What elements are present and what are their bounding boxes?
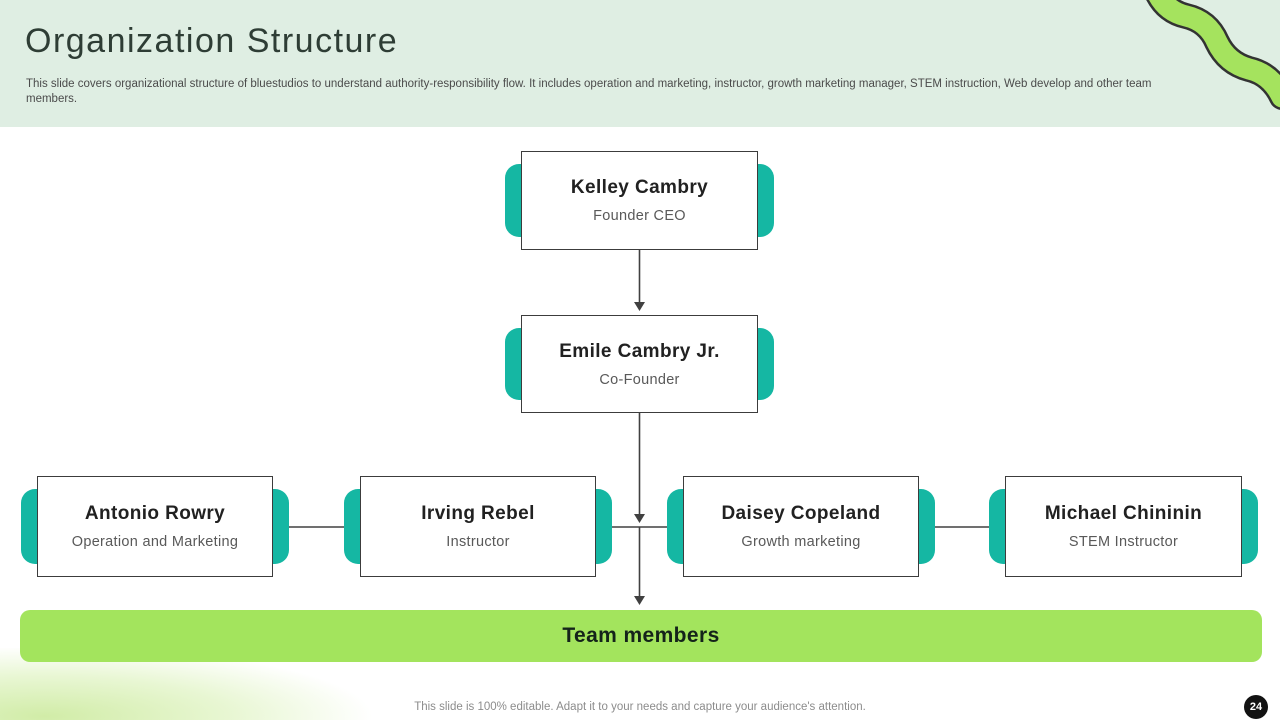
person-name: Michael Chininin — [1044, 503, 1203, 524]
person-name: Kelley Cambry — [570, 177, 709, 198]
page-number-badge: 24 — [1244, 695, 1268, 719]
person-name: Daisey Copeland — [721, 503, 881, 524]
org-node-founder-ceo: Kelley Cambry Founder CEO — [505, 151, 774, 250]
team-members-banner: Team members — [20, 610, 1262, 662]
person-name: Irving Rebel — [421, 503, 535, 524]
person-role: Founder CEO — [593, 208, 686, 224]
person-role: Co-Founder — [599, 371, 680, 388]
org-node-stem-instructor: Michael Chininin STEM Instructor — [989, 476, 1258, 577]
person-name: Antonio Rowry — [84, 503, 226, 524]
slide-subtitle: This slide covers organizational structu… — [26, 78, 1152, 105]
org-node-instructor: Irving Rebel Instructor — [344, 476, 612, 577]
org-node-box: Kelley Cambry Founder CEO — [521, 151, 758, 250]
org-node-box: Emile Cambry Jr. Co-Founder — [521, 315, 758, 413]
org-node-box: Irving Rebel Instructor — [360, 476, 596, 577]
editable-note: This slide is 100% editable. Adapt it to… — [414, 701, 866, 713]
org-node-box: Daisey Copeland Growth marketing — [683, 476, 919, 577]
page-title: Organization Structure — [25, 22, 399, 60]
wave-ribbon-icon — [1110, 0, 1280, 110]
org-node-co-founder: Emile Cambry Jr. Co-Founder — [505, 315, 774, 413]
person-name: Emile Cambry Jr. — [559, 340, 720, 362]
org-node-growth-marketing: Daisey Copeland Growth marketing — [667, 476, 935, 577]
org-node-operation-marketing: Antonio Rowry Operation and Marketing — [21, 476, 289, 577]
person-role: Instructor — [446, 534, 510, 550]
team-members-label: Team members — [562, 624, 720, 647]
header-band — [0, 0, 1280, 127]
person-role: Growth marketing — [741, 534, 861, 550]
org-node-box: Michael Chininin STEM Instructor — [1005, 476, 1242, 577]
org-node-box: Antonio Rowry Operation and Marketing — [37, 476, 273, 577]
person-role: STEM Instructor — [1068, 534, 1179, 550]
person-role: Operation and Marketing — [71, 534, 239, 550]
